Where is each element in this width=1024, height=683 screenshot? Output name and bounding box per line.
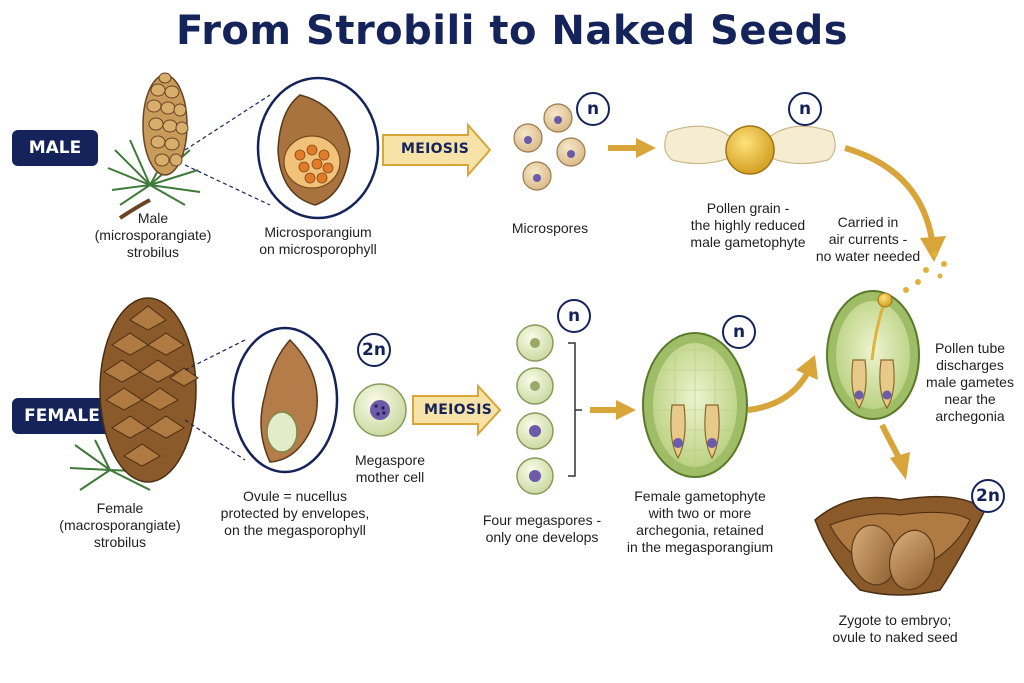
female-meiosis-arrow [412, 383, 502, 437]
ploidy-badge-gametophyte: n [722, 315, 756, 349]
pollen-grain-illustration [664, 125, 836, 175]
label-male-strobilus: Male(microsporangiate)strobilus [94, 210, 212, 260]
ploidy-badge-microspores: n [576, 92, 610, 126]
female-cone-illustration [69, 297, 199, 491]
pollen-tube-illustration [826, 290, 920, 420]
megaspore-mother-cell-illustration [353, 383, 407, 437]
four-megaspores-illustration [516, 324, 554, 495]
female-gametophyte-illustration [642, 332, 748, 478]
female-meiosis-label: MEIOSIS [424, 402, 493, 418]
label-microspores: Microspores [511, 220, 589, 236]
female-row-badge: FEMALE [12, 398, 112, 434]
ploidy-badge-seed: 2n [971, 479, 1005, 513]
microsporangium-illustration [256, 76, 380, 220]
ovule-illustration [231, 326, 339, 474]
ploidy-badge-megaspores: n [557, 299, 591, 333]
ploidy-badge-pollen: n [788, 92, 822, 126]
male-meiosis-arrow [382, 122, 492, 178]
page-title: From Strobili to Naked Seeds [175, 8, 849, 54]
ploidy-badge-megaspore-mother: 2n [357, 333, 391, 367]
label-female-strobilus: Female(macrosporangiate)strobilus [59, 500, 181, 550]
male-cone-illustration [107, 72, 201, 220]
label-zygote: Zygote to embryo;ovule to naked seed [832, 612, 958, 645]
label-four-megaspores: Four megaspores -only one develops [482, 512, 602, 545]
microspores-illustration [513, 103, 586, 191]
naked-seed-illustration [814, 495, 986, 596]
male-meiosis-label: MEIOSIS [401, 141, 470, 157]
male-row-badge: MALE [12, 130, 98, 166]
